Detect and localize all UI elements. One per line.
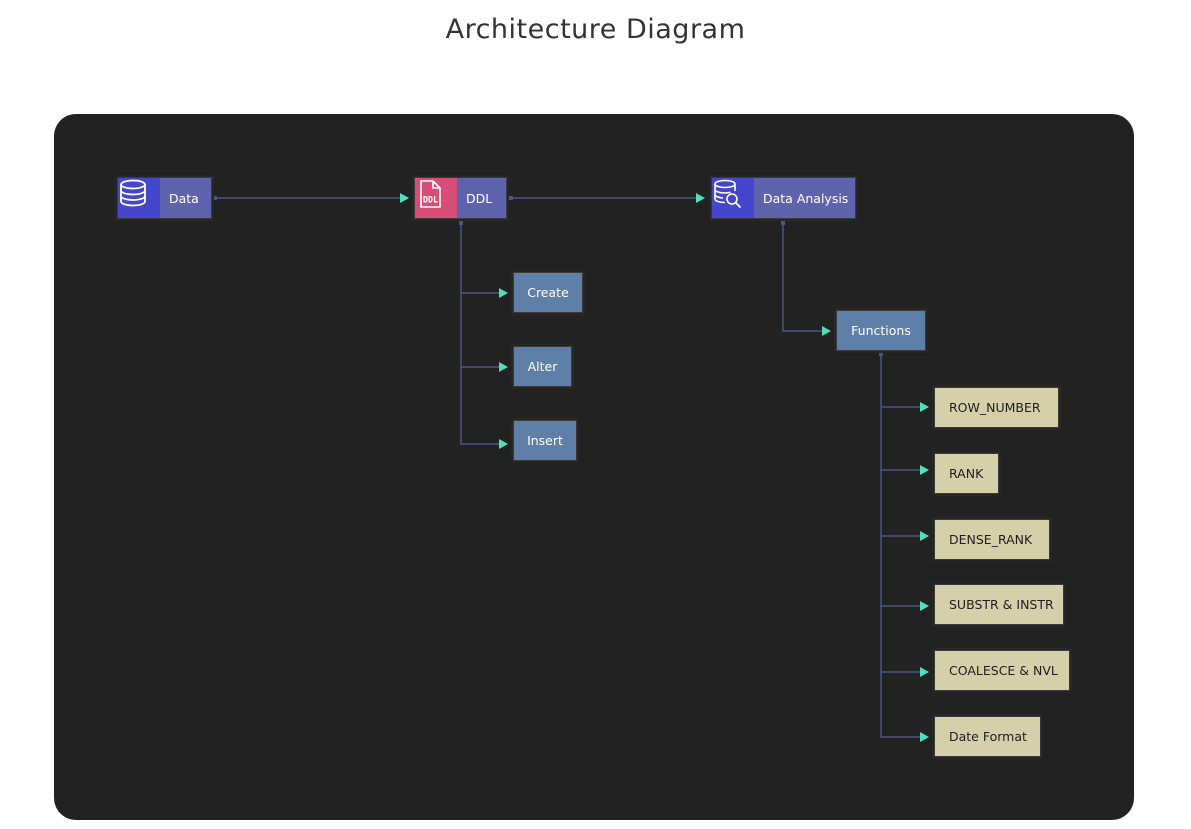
node-label: Data: [169, 190, 199, 206]
ddl-file-icon: DDL: [415, 178, 457, 218]
edge-functions-trunk: [880, 354, 925, 738]
edge-arrowhead: [920, 402, 929, 412]
edge-arrowhead: [920, 465, 929, 475]
node-label: SUBSTR & INSTR: [949, 597, 1054, 612]
node-substr-instr[interactable]: SUBSTR & INSTR: [932, 582, 1066, 627]
node-date-format[interactable]: Date Format: [932, 714, 1043, 759]
edge-arrowhead: [499, 288, 508, 298]
node-data[interactable]: Data: [115, 175, 214, 221]
node-label: COALESCE & NVL: [949, 663, 1058, 678]
node-insert[interactable]: Insert: [511, 418, 579, 463]
node-create[interactable]: Create: [511, 270, 585, 315]
edge-arrowhead: [920, 601, 929, 611]
database-search-icon: [712, 178, 754, 218]
node-label: DENSE_RANK: [949, 532, 1033, 547]
node-label: Functions: [851, 323, 911, 338]
edge-start-dot: [509, 196, 513, 200]
edge-arrowhead: [400, 193, 409, 203]
node-label: Create: [527, 285, 569, 300]
edge-ddl-trunk: [460, 223, 504, 445]
edge-arrowhead: [499, 439, 508, 449]
edge-arrowhead: [920, 667, 929, 677]
node-data-analysis[interactable]: Data Analysis: [709, 175, 858, 221]
edge-arrowhead: [822, 326, 831, 336]
edge-arrowhead: [499, 362, 508, 372]
node-label: Date Format: [949, 729, 1027, 744]
node-label: DDL: [466, 190, 493, 206]
node-label: Insert: [527, 433, 563, 448]
node-label: Alter: [527, 359, 558, 374]
diagram-canvas: Data DDL DDL Data Analysis: [54, 114, 1134, 820]
node-dense-rank[interactable]: DENSE_RANK: [932, 517, 1052, 562]
edge-arrowhead: [920, 732, 929, 742]
edge-data-analysis-functions: [782, 223, 827, 332]
node-label: Data Analysis: [763, 190, 849, 206]
node-alter[interactable]: Alter: [511, 344, 574, 389]
node-ddl[interactable]: DDL DDL: [412, 175, 509, 221]
edge-arrowhead: [920, 531, 929, 541]
node-row-number[interactable]: ROW_NUMBER: [932, 385, 1061, 430]
diagram-title: Architecture Diagram: [445, 14, 746, 45]
node-coalesce-nvl[interactable]: COALESCE & NVL: [932, 648, 1072, 693]
edge-arrowhead: [696, 193, 705, 203]
edge-start-dot: [213, 196, 217, 200]
node-functions[interactable]: Functions: [834, 308, 928, 353]
database-icon: [118, 178, 160, 218]
node-label: ROW_NUMBER: [949, 400, 1041, 415]
ddl-icon-text: DDL: [423, 196, 438, 206]
node-label: RANK: [949, 466, 984, 481]
node-rank[interactable]: RANK: [932, 451, 1001, 496]
